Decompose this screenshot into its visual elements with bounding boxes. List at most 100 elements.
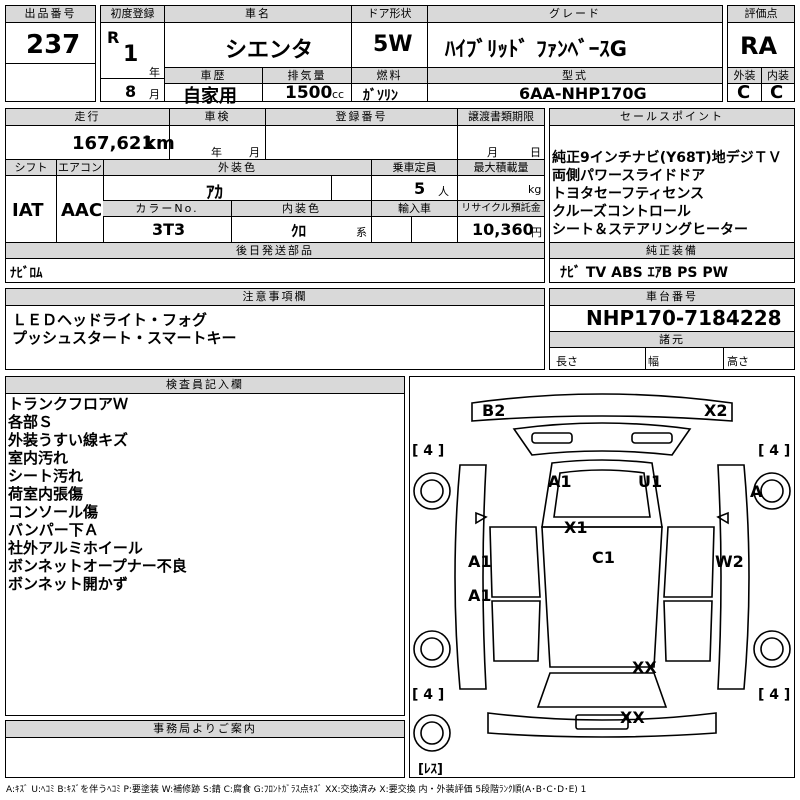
intcolor-label: 内装色 bbox=[231, 200, 371, 217]
office-label: 事務局よりご案内 bbox=[6, 721, 404, 738]
right-body-side bbox=[717, 464, 750, 690]
car-diagram: B2 X2 A1 U1 A X1 A1 C1 W2 A1 XX XX [ 4 ]… bbox=[412, 393, 791, 777]
car-name-value: シエンタ bbox=[225, 38, 314, 63]
shift-label: シフト bbox=[6, 159, 56, 176]
later-parts-value: ﾅﾋﾞﾛﾑ bbox=[10, 266, 43, 281]
tire-tread-front-right: [ 4 ] bbox=[758, 443, 790, 459]
inspector-line-5: シート汚れ bbox=[8, 467, 84, 485]
left-rear-door bbox=[491, 600, 541, 662]
transfer-month-unit: 月 bbox=[487, 146, 498, 159]
mark-rear-bumper: XX bbox=[620, 708, 645, 727]
cabin-outline bbox=[541, 526, 663, 668]
notes-line-2: プッシュスタート・スマートキー bbox=[12, 329, 237, 347]
interior-label: 内装 bbox=[761, 67, 794, 84]
load-label: 最大積載量 bbox=[457, 159, 544, 176]
sales-point-5: シート＆ステアリングヒーター bbox=[552, 222, 748, 238]
month-unit: 月 bbox=[149, 88, 160, 101]
inspector-line-6: 荷室内張傷 bbox=[8, 485, 84, 503]
tire-rear-right bbox=[753, 630, 791, 668]
intcolor-divider bbox=[231, 217, 232, 242]
model-value: 6AA-NHP170G bbox=[519, 84, 647, 103]
lot-label: 出品番号 bbox=[6, 6, 95, 23]
spec-divider-1 bbox=[645, 348, 646, 369]
recycle-label: リサイクル預託金 bbox=[457, 200, 544, 217]
tire-tread-rear-right: [ 4 ] bbox=[758, 687, 790, 703]
tire-front-right bbox=[753, 472, 791, 510]
model-divider bbox=[427, 84, 428, 102]
interior-value: C bbox=[770, 82, 784, 103]
year-value: 1 bbox=[123, 42, 139, 67]
tire-front-left-inner bbox=[420, 479, 444, 503]
lot-blank-divider bbox=[6, 63, 95, 64]
inspection-divider bbox=[169, 126, 170, 159]
equipment-label: 純正装備 bbox=[550, 242, 794, 259]
spare-tire bbox=[413, 714, 451, 752]
inspection-label: 車検 bbox=[169, 109, 265, 126]
cc-unit: cc bbox=[332, 88, 345, 101]
sales-point-4: クルーズコントロール bbox=[552, 204, 691, 220]
inspector-line-10: ボンネットオープナー不良 bbox=[8, 557, 187, 575]
inspector-box: 検査員記入欄 トランクフロアＷ 各部Ｓ 外装うすい線キズ 室内汚れ シート汚れ … bbox=[5, 376, 405, 716]
tire-front-right-inner bbox=[760, 479, 784, 503]
inspector-line-2: 各部Ｓ bbox=[8, 413, 54, 431]
roof-inner bbox=[553, 469, 651, 518]
registration-divider bbox=[101, 78, 164, 79]
front-vent-left bbox=[531, 432, 573, 444]
history-value: 自家用 bbox=[183, 86, 237, 107]
sales-point-3: トヨタセーフティセンス bbox=[552, 186, 705, 202]
right-rear-door bbox=[663, 600, 713, 662]
lot-box: 出品番号 237 bbox=[5, 5, 96, 102]
transfer-day-unit: 日 bbox=[530, 146, 541, 159]
office-box: 事務局よりご案内 bbox=[5, 720, 405, 778]
model-label: 型式 bbox=[427, 67, 722, 84]
left-body-side bbox=[454, 464, 487, 690]
front-vent-right bbox=[631, 432, 673, 444]
import-inner-divider bbox=[411, 217, 412, 242]
left-front-door bbox=[489, 526, 541, 598]
fuel-label: 燃料 bbox=[351, 67, 427, 84]
era-value: R bbox=[107, 28, 120, 47]
mileage-unit: km bbox=[144, 133, 175, 154]
mark-cabin: C1 bbox=[592, 548, 615, 567]
seats-value: 5 bbox=[414, 179, 426, 198]
ext-int-divider bbox=[761, 84, 762, 102]
inspector-line-4: 室内汚れ bbox=[8, 449, 69, 467]
mark-front-right-tire: A bbox=[750, 482, 763, 501]
mark-left-front-door: A1 bbox=[468, 552, 492, 571]
door-value: 5W bbox=[373, 32, 413, 57]
grade-divider bbox=[427, 23, 428, 67]
fuel-value: ｶﾞｿﾘﾝ bbox=[363, 88, 398, 104]
hood-outline bbox=[512, 422, 692, 456]
exterior-value: C bbox=[737, 82, 751, 103]
recycle-unit: 円 bbox=[531, 226, 542, 239]
registration-box: 初度登録 R 1 年 8 月 bbox=[100, 5, 165, 102]
score-value: RA bbox=[740, 32, 778, 60]
color-value: ｱｶ bbox=[206, 183, 223, 203]
mark-front-bumper-left: B2 bbox=[482, 401, 505, 420]
rear-plate bbox=[575, 714, 629, 730]
inspector-line-3: 外装うすい線キズ bbox=[8, 431, 129, 449]
spec-divider-2 bbox=[723, 348, 724, 369]
right-front-door bbox=[663, 526, 715, 598]
hatch-outline bbox=[536, 672, 668, 708]
tire-rear-left bbox=[413, 630, 451, 668]
import-label: 輸入車 bbox=[371, 200, 457, 217]
tire-rear-right-inner bbox=[760, 637, 784, 661]
load-unit: kg bbox=[528, 183, 542, 196]
tire-tread-rear-left: [ 4 ] bbox=[412, 687, 444, 703]
roof-outline bbox=[541, 459, 663, 528]
grade-label: グレード bbox=[427, 6, 722, 23]
detail-box: 走行 車検 登録番号 譲渡書類期限 167,621 km 年 月 月 日 シフト… bbox=[5, 108, 545, 283]
recycle-value: 10,360 bbox=[472, 220, 534, 239]
intcolor-unit: 系 bbox=[356, 226, 367, 239]
seats-unit: 人 bbox=[438, 185, 449, 198]
length-label: 長さ bbox=[556, 355, 578, 368]
history-label: 車歴 bbox=[165, 67, 262, 84]
sales-box: セールスポイント 純正9インチナビ(Y68T)地デジＴＶ 両側パワースライドドア… bbox=[549, 108, 795, 283]
fuel-divider bbox=[351, 84, 352, 102]
spare-tire-label: [ﾚｽ] bbox=[418, 762, 443, 777]
mark-left-rear-door: A1 bbox=[468, 586, 492, 605]
tire-front-left bbox=[413, 472, 451, 510]
front-bumper-outline bbox=[471, 393, 733, 422]
regno-divider bbox=[265, 126, 266, 159]
